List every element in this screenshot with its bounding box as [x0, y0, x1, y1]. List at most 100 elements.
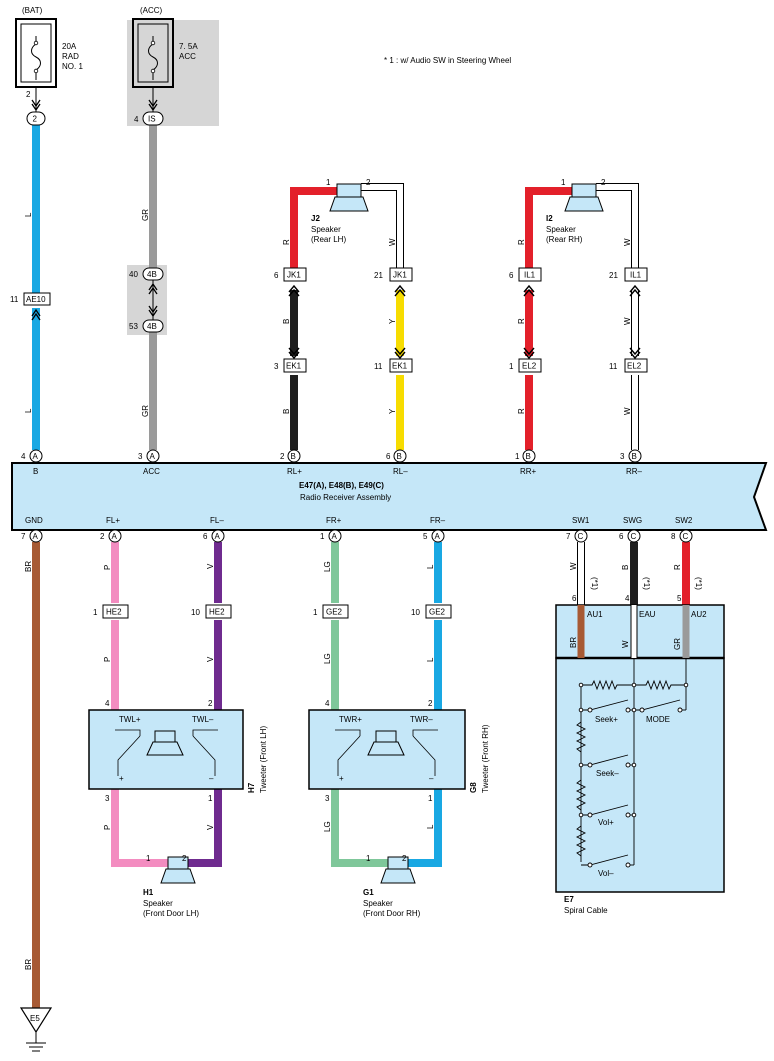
label-components-e7-name: Spiral Cable [564, 906, 608, 915]
wires [32, 87, 690, 1008]
label-pins-p_bot_frp: 1 [320, 532, 325, 541]
label-wires-GR_e7: GR [673, 638, 682, 650]
label-pins-p_il1b: 21 [609, 271, 618, 280]
label-components-h1-name: Speaker [143, 899, 173, 908]
label-pins-p_i2_2: 2 [601, 178, 606, 187]
label-wires-R_j2: R [282, 239, 291, 245]
label-connectors-cHE2a: HE2 [106, 608, 122, 617]
label-wires-B2: B [282, 409, 291, 414]
label-wires-B_swg: B [621, 565, 630, 570]
label-components-i2-code: I2 [546, 214, 553, 223]
label-components-e7-seekm: Seek– [596, 769, 619, 778]
label-components-h7-t1: TWL+ [119, 715, 141, 724]
label-pins-p_el2a: 1 [509, 362, 514, 371]
label-wires-BR_gnd: BR [24, 561, 33, 572]
label-terminals_top-acc: ACC [143, 467, 160, 476]
label-pins-p_ek1b: 11 [374, 362, 383, 371]
wire-l-5 [408, 789, 442, 867]
label-connectors-cGE2a: GE2 [326, 608, 343, 617]
label-wires-W_i2: W [623, 238, 632, 246]
label-connectors-cEK1a: EK1 [286, 362, 302, 371]
label-wires-R2: R [517, 408, 526, 414]
label-wires-GR2: GR [141, 405, 150, 417]
note: * 1 : w/ Audio SW in Steering Wheel [384, 56, 511, 65]
label-circles-top_acc: A [150, 452, 156, 461]
fuse-acc-source: (ACC) [140, 6, 163, 15]
label-pins-p_bot_swg: 6 [619, 532, 624, 541]
label-wires-L3: L [426, 564, 435, 569]
label-components-e7-au1: AU1 [587, 610, 603, 619]
label-components-g8-code: G8 [469, 782, 478, 793]
label-wires-Y1: Y [388, 318, 397, 324]
label-pins-p_h1_2: 2 [182, 854, 187, 863]
label-connectors-cAE10: AE10 [26, 295, 46, 304]
label-wires-BR_gnd2: BR [24, 959, 33, 970]
label-wires-B1: B [282, 319, 291, 324]
label-pins-p_he2b: 10 [191, 608, 200, 617]
label-pins-p_h7_3: 3 [105, 794, 110, 803]
label-terminals_bot-swg: SWG [623, 516, 642, 525]
label-pins-p_top_b: 4 [21, 452, 26, 461]
tweeter-h7: 4 2 3 1 TWL+ TWL– + – H7 Tweeter (Front … [88, 699, 268, 803]
label-circles-bot_gnd: A [33, 532, 39, 541]
label-components-e7-mode: MODE [646, 715, 670, 724]
spiral-cable-e7: 6 4 5 AU1 EAU AU2 BR W GR [555, 594, 725, 915]
label-components-j2-code: J2 [311, 214, 320, 223]
label-pins-p_j2_1: 1 [326, 178, 331, 187]
label-connectors-cIL1a: IL1 [524, 271, 536, 280]
label-connectors-cEL2b: EL2 [627, 362, 642, 371]
label-circles-bot_flm: A [215, 532, 221, 541]
label-wires-GR1: GR [141, 209, 150, 221]
label-components-j2-name: Speaker [311, 225, 341, 234]
fuse-acc-name1: ACC [179, 52, 196, 61]
label-connectors-cEK1b: EK1 [392, 362, 408, 371]
wire-v-3 [188, 789, 222, 867]
label-pins-p_ge2b: 10 [411, 608, 420, 617]
label-connectors-cHE2b: HE2 [209, 608, 225, 617]
label-pins-p_4b_bot: 53 [129, 322, 138, 331]
tweeter-g8: 4 2 3 1 TWR+ TWR– + – G8 Tweeter (Front … [308, 699, 490, 803]
label-pins-p_h7_1: 1 [208, 794, 213, 803]
label-pins-p_ae10: 11 [10, 295, 19, 304]
label-components-h1-code: H1 [143, 888, 154, 897]
label-pins-p_g1_1: 1 [366, 854, 371, 863]
label-circles-bot_frm: A [435, 532, 441, 541]
label-connectors-c4B1: 4B [147, 270, 157, 279]
label-connectors-cEL2a: EL2 [522, 362, 537, 371]
label-components-radio-name: Radio Receiver Assembly [300, 493, 391, 502]
label-components-g8-name: Tweeter (Front RH) [481, 724, 490, 793]
label-pins-p_bot_sw1: 7 [566, 532, 571, 541]
label-circles-bot_frp: A [332, 532, 338, 541]
label-components-i2-name: Speaker [546, 225, 576, 234]
label-components-g8-t2: TWR– [410, 715, 433, 724]
label-wires-W_sw1: W [569, 562, 578, 570]
label-components-i2-loc: (Rear RH) [546, 235, 583, 244]
label-pins-p_fuse_bat: 2 [26, 90, 31, 99]
label-pins-p_jk1a: 6 [274, 271, 279, 280]
label-pins-p_top_rrp: 1 [515, 452, 520, 461]
label-terminals_bot-frm: FR– [430, 516, 446, 525]
label-pins-p_e7_6: 6 [572, 594, 577, 603]
fuse-bat-name1: RAD [62, 52, 79, 61]
wire-w-i2 [596, 184, 638, 270]
label-pins-p_h1_1: 1 [146, 854, 151, 863]
label-wires-L4: L [426, 657, 435, 662]
label-circles-bot_sw1: C [578, 532, 584, 541]
speaker-j2: 1 2 J2 Speaker (Rear LH) [311, 178, 371, 244]
bottom-pins: GND A 7 FL+ A 2 FL– A 6 FR+ A 1 FR– A 5 … [21, 516, 693, 543]
label-pins-p_g1_2: 2 [402, 854, 407, 863]
label-components-h1-loc: (Front Door LH) [143, 909, 199, 918]
label-polarity-h7m: – [209, 774, 214, 783]
label-components-e7-eau: EAU [639, 610, 656, 619]
label-circles-top_rrp: B [526, 452, 531, 461]
label-terminals_bot-gnd: GND [25, 516, 43, 525]
label-components-h7-name: Tweeter (Front LH) [259, 726, 268, 793]
label-components-e7-code: E7 [564, 895, 574, 904]
label-stars-s2: (*1) [642, 577, 651, 590]
label-connectors-cJK1a: JK1 [287, 271, 301, 280]
label-wires-R1: R [517, 318, 526, 324]
label-pins-p_top_acc: 3 [138, 452, 143, 461]
label-circles-bot_flp: A [112, 532, 118, 541]
